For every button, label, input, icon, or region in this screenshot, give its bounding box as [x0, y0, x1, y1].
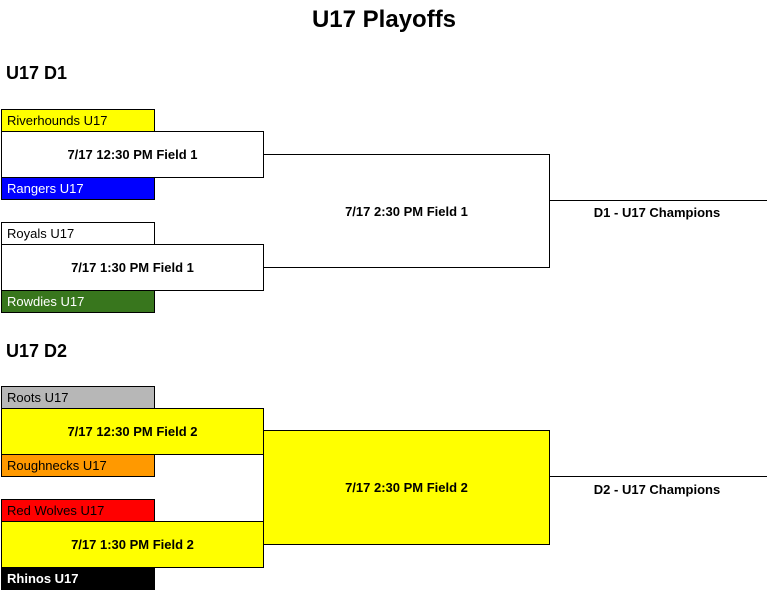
- team-roughnecks: Roughnecks U17: [1, 454, 155, 477]
- champion-label-d2: D2 - U17 Champions: [593, 482, 721, 497]
- bracket-line: [549, 200, 767, 201]
- semifinal-game-d2-2: 7/17 1:30 PM Field 2: [1, 521, 264, 568]
- team-rangers: Rangers U17: [1, 177, 155, 200]
- semifinal-game-d2-1: 7/17 12:30 PM Field 2: [1, 408, 264, 455]
- final-game-d2: 7/17 2:30 PM Field 2: [263, 430, 550, 545]
- team-roots: Roots U17: [1, 386, 155, 409]
- bracket-line: [549, 154, 550, 268]
- team-riverhounds: Riverhounds U17: [1, 109, 155, 132]
- semifinal-game-d1-2: 7/17 1:30 PM Field 1: [1, 244, 264, 291]
- champion-label-d1: D1 - U17 Champions: [593, 205, 721, 220]
- final-game-d1: 7/17 2:30 PM Field 1: [345, 203, 468, 219]
- team-royals: Royals U17: [1, 222, 155, 245]
- team-red-wolves: Red Wolves U17: [1, 499, 155, 522]
- bracket-line: [263, 154, 550, 155]
- division-heading-d2: U17 D2: [6, 341, 68, 361]
- team-rowdies: Rowdies U17: [1, 290, 155, 313]
- division-heading-d1: U17 D1: [6, 63, 68, 83]
- semifinal-game-d1-1: 7/17 12:30 PM Field 1: [1, 131, 264, 178]
- team-rhinos: Rhinos U17: [1, 567, 155, 590]
- page-title: U17 Playoffs: [311, 6, 457, 33]
- bracket-line: [263, 267, 550, 268]
- bracket-line: [549, 476, 767, 477]
